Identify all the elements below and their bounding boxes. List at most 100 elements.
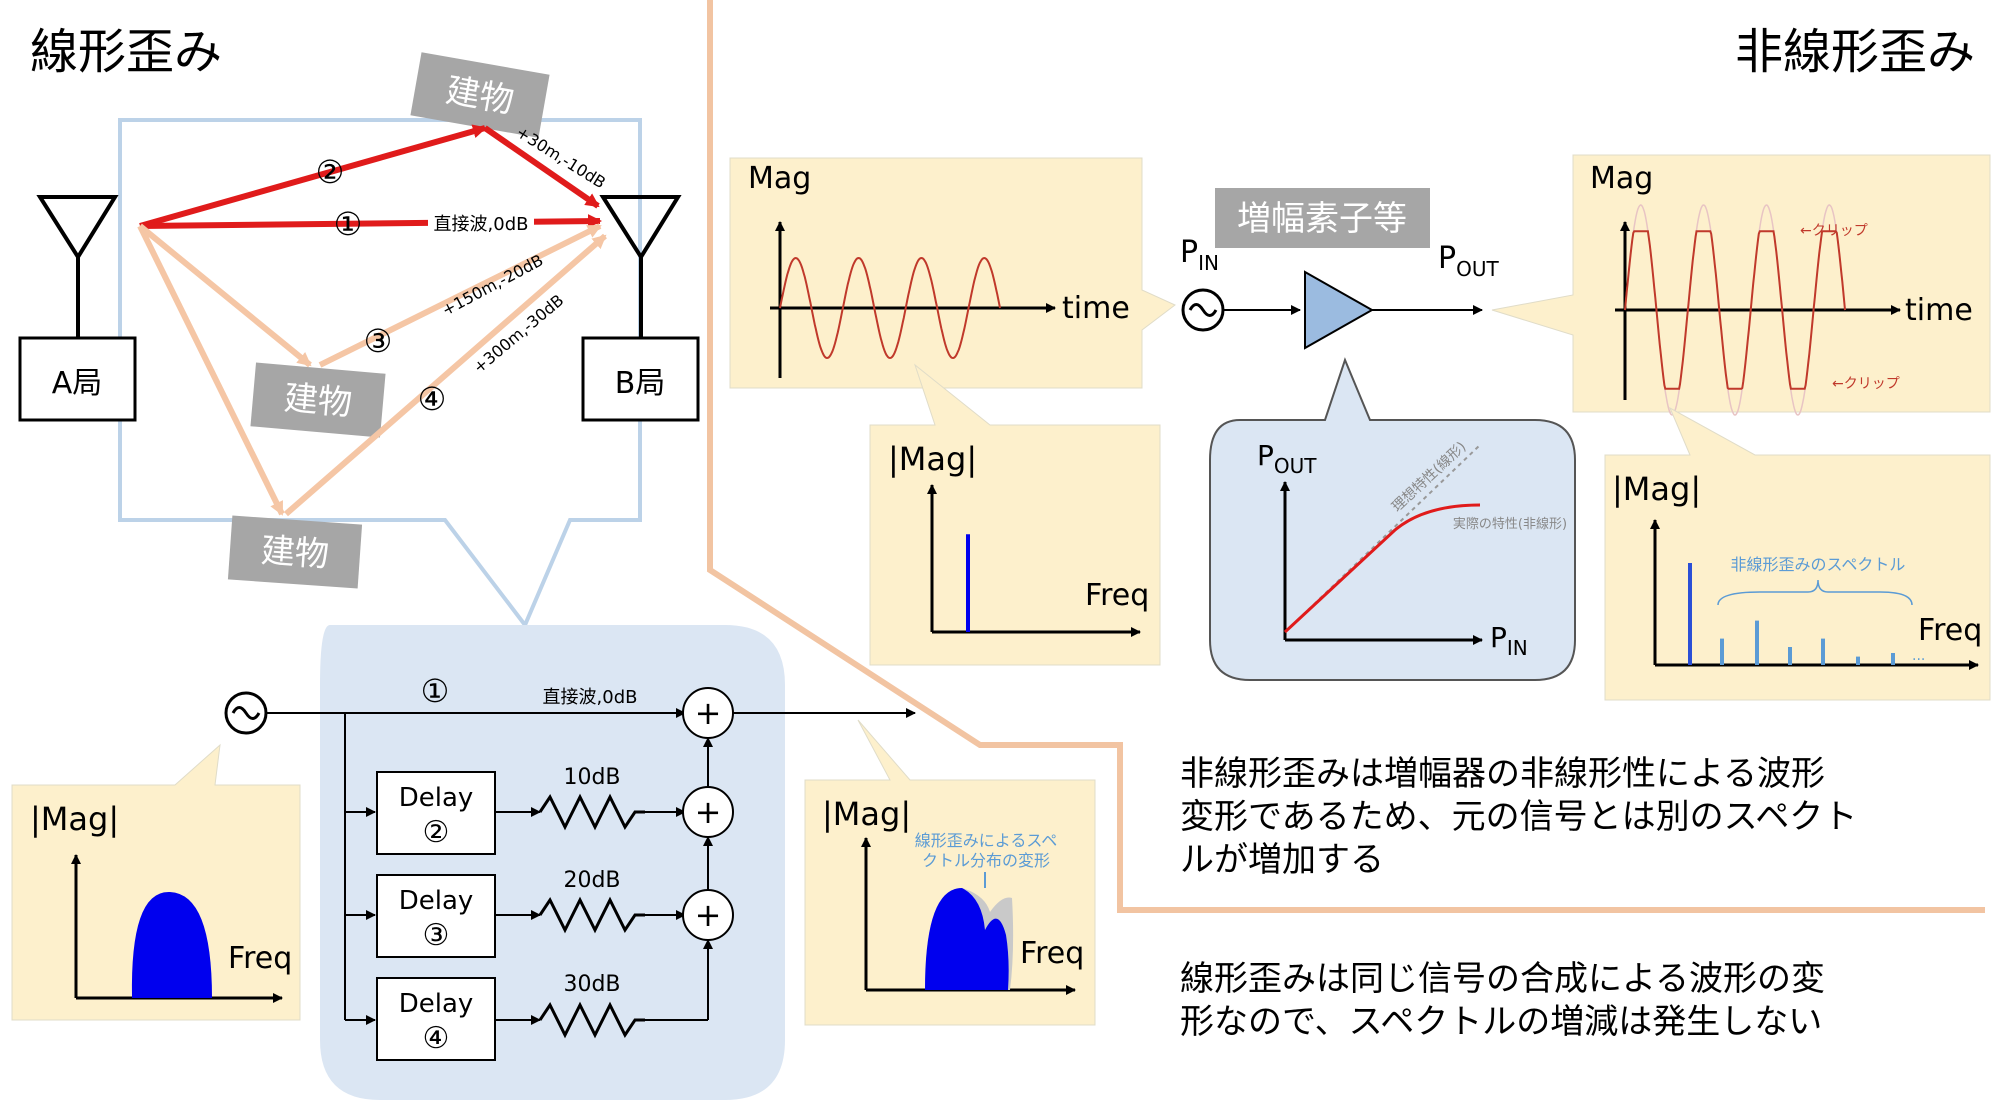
nonlinear-text-line-2: 変形であるため、元の信号とは別のスペクト — [1180, 797, 1857, 837]
path-1-label-bg — [428, 210, 534, 236]
freq-out-xlabel: Freq — [1918, 613, 1982, 648]
spectrum-out-deformed-hump — [925, 888, 1009, 990]
svg-text:Delay: Delay — [399, 886, 474, 916]
adder-1: + — [682, 687, 734, 739]
spectrum-in-ylabel: |Mag| — [30, 800, 119, 838]
model-wires — [266, 708, 916, 1025]
time-out-xlabel: time — [1905, 293, 1973, 328]
building-top: 建物 — [410, 52, 550, 138]
freq-in-xlabel: Freq — [1085, 578, 1149, 613]
antenna-a — [36, 195, 119, 338]
spectrum-in-hump — [131, 891, 212, 998]
freq-out-annotation: 非線形歪みのスペクトル — [1731, 555, 1906, 574]
svg-text:建物: 建物 — [282, 378, 353, 424]
delay-block-2: Delay ② — [376, 771, 496, 855]
time-in-sine-wave — [779, 256, 1001, 360]
clip-label-bottom: ←クリップ — [1832, 376, 1900, 392]
freq-in-callout — [869, 363, 1161, 666]
svg-text:③: ③ — [423, 918, 450, 953]
spectrum-out-annotation-2: クトル分布の変形 — [922, 851, 1050, 870]
nl-source-symbol — [1181, 288, 1225, 332]
path-4-label: +300m,-30dB — [470, 291, 568, 377]
station-b-box — [581, 336, 700, 422]
adder-3: + — [682, 889, 734, 941]
transfer-axes — [1280, 481, 1483, 645]
nonlinear-explanation: 非線形歪みは増幅器の非線形性による波形 変形であるため、元の信号とは別のスペクト… — [1180, 754, 1857, 880]
transfer-callout — [1209, 357, 1576, 681]
pin-label: PIN — [1180, 235, 1219, 275]
atten-label-20db: 20dB — [563, 868, 620, 893]
svg-text:④: ④ — [423, 1021, 450, 1056]
spectrum-out-xlabel: Freq — [1020, 936, 1084, 971]
linear-explanation: 線形歪みは同じ信号の合成による波形の変 形なので、スペクトルの増減は発生しない — [1180, 959, 1825, 1042]
amp-label-box — [1215, 188, 1430, 248]
path-4-number: ④ — [418, 380, 447, 418]
section-divider — [707, 0, 1985, 913]
model-direct-number: ① — [421, 672, 450, 710]
time-out-callout — [1491, 154, 1991, 413]
spectrum-out-ylabel: |Mag| — [822, 795, 911, 833]
transfer-actual-curve — [1283, 503, 1481, 634]
station-b-label: B局 — [615, 366, 666, 401]
linear-text-line-1: 線形歪みは同じ信号の合成による波形の変 — [1180, 959, 1825, 999]
transfer-ideal-line — [1284, 444, 1481, 633]
path-3-label: +150m,-20dB — [439, 250, 547, 319]
freq-out-callout — [1604, 406, 1991, 701]
path-lines — [137, 124, 607, 517]
linear-text-line-2: 形なので、スペクトルの増減は発生しない — [1180, 1002, 1822, 1042]
spectrum-in-xlabel: Freq — [228, 941, 292, 976]
path-1-label: 直接波,0dB — [434, 214, 529, 235]
clip-label-top: ←クリップ — [1800, 223, 1868, 239]
time-in-ylabel: Mag — [748, 161, 811, 196]
path-2-number: ② — [316, 153, 345, 191]
attenuators — [538, 793, 645, 1039]
transfer-xlabel: PIN — [1490, 621, 1528, 660]
title-nonlinear: 非線形歪み — [1735, 24, 1975, 80]
antenna-b — [599, 195, 682, 338]
svg-text:+: + — [695, 793, 722, 831]
scene-frame — [118, 118, 642, 629]
time-in-axes — [770, 221, 1056, 378]
svg-text:+: + — [695, 896, 722, 934]
time-in-callout — [729, 157, 1176, 389]
adder-2: + — [682, 786, 734, 838]
nonlinear-text-line-1: 非線形歪みは増幅器の非線形性による波形 — [1180, 754, 1825, 794]
svg-text:②: ② — [423, 815, 450, 850]
atten-label-10db: 10dB — [563, 765, 620, 790]
svg-text:Delay: Delay — [399, 783, 474, 813]
freq-out-bars — [1688, 563, 1895, 665]
path-3-number: ③ — [364, 322, 393, 360]
atten-label-30db: 30dB — [563, 972, 620, 997]
amplifier-symbol — [1304, 270, 1375, 350]
spectrum-out-callout — [804, 719, 1096, 1026]
source-symbol — [224, 691, 268, 735]
time-out-ylabel: Mag — [1590, 161, 1653, 196]
spectrum-out-annotation-1: 線形歪みによるスペ — [915, 831, 1057, 850]
nonlinear-text-line-3: ルが増加する — [1180, 840, 1384, 880]
freq-in-ylabel: |Mag| — [888, 440, 977, 478]
spectrum-in-callout — [11, 743, 301, 1021]
title-linear: 線形歪み — [30, 24, 222, 80]
time-out-axes — [1615, 221, 1901, 400]
building-bottom: 建物 — [227, 515, 363, 589]
building-mid: 建物 — [250, 362, 386, 438]
path-1-number: ① — [334, 205, 363, 243]
svg-text:建物: 建物 — [260, 531, 331, 576]
transfer-actual-label: 実際の特性(非線形) — [1453, 516, 1567, 532]
svg-text:+: + — [695, 694, 722, 732]
transfer-ylabel: POUT — [1257, 439, 1317, 478]
pout-label: POUT — [1438, 241, 1499, 281]
amp-label: 増幅素子等 — [1237, 199, 1407, 239]
model-direct-label: 直接波,0dB — [543, 687, 638, 708]
delay-block-3: Delay ③ — [376, 874, 496, 958]
delay-block-4: Delay ④ — [376, 977, 496, 1061]
freq-out-axes — [1650, 519, 1979, 670]
station-a-box — [18, 336, 137, 422]
freq-out-ellipsis: ... — [1912, 648, 1925, 664]
station-a-label: A局 — [52, 366, 103, 401]
svg-text:Delay: Delay — [399, 989, 474, 1019]
time-out-clipped-wave — [1624, 230, 1846, 390]
time-in-xlabel: time — [1062, 291, 1130, 326]
